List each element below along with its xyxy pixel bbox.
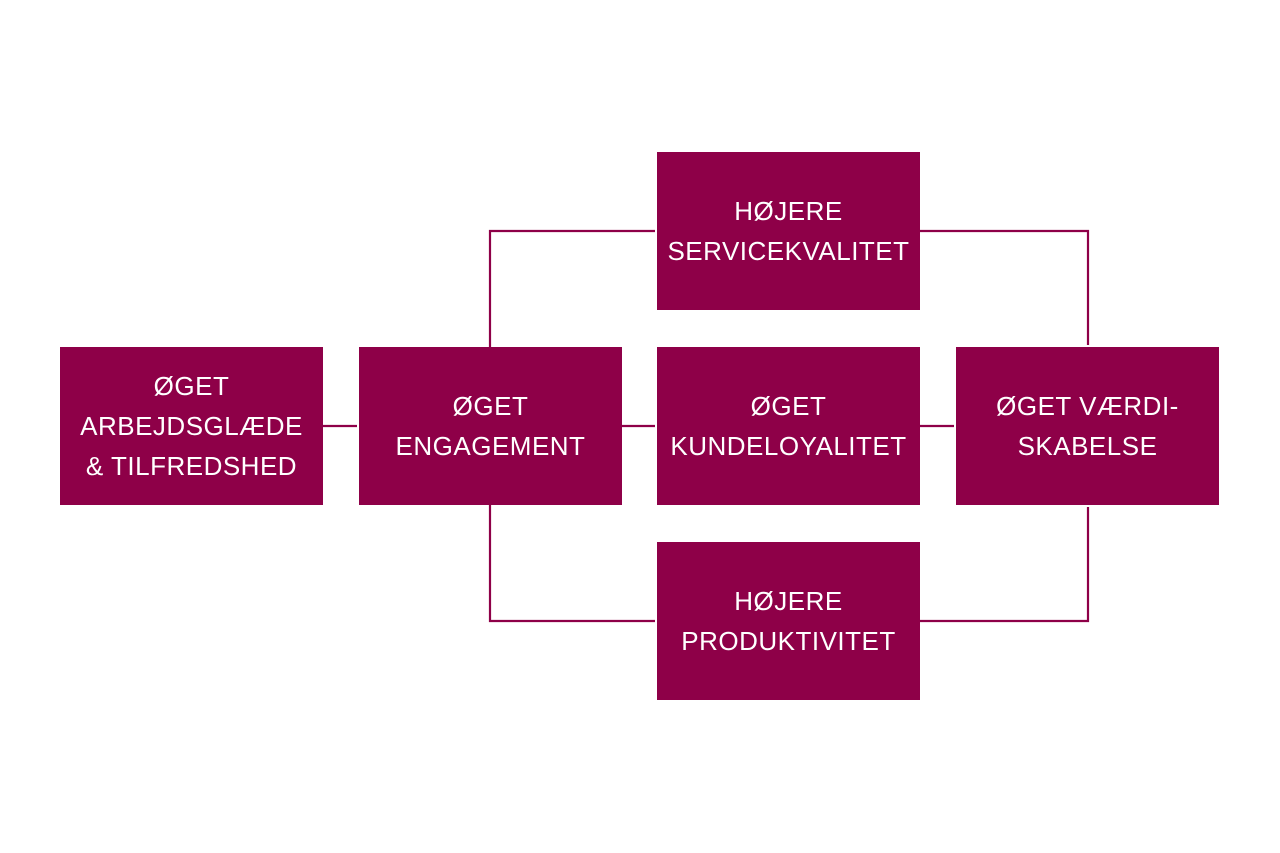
box-label-line: KUNDELOYALITET <box>670 431 907 461</box>
box-hojere-produktivitet: HØJERE PRODUKTIVITET <box>657 542 920 700</box>
box-label-line: ENGAGEMENT <box>395 431 586 461</box>
box-label-line: HØJERE <box>734 196 843 226</box>
box-label-line: SERVICEKVALITET <box>667 236 910 266</box>
box-label-line: HØJERE <box>734 586 843 616</box>
arrow-engagement-to-produktivitet <box>488 505 655 623</box>
arrow-engagement-to-servicekvalitet <box>488 229 655 347</box>
box-oget-arbejdsglaede: ØGET ARBEJDSGLÆDE & TILFREDSHED <box>60 347 323 505</box>
box-oget-vaerdiskabelse: ØGET VÆRDI- SKABELSE <box>956 347 1219 505</box>
box-label-line: ØGET <box>452 391 529 421</box>
box-label-line: ØGET <box>153 371 230 401</box>
box-oget-engagement: ØGET ENGAGEMENT <box>359 347 622 505</box>
box-label-line: ØGET VÆRDI- <box>996 391 1179 421</box>
box-label-line: SKABELSE <box>1017 431 1158 461</box>
box-hojere-servicekvalitet: HØJERE SERVICEKVALITET <box>657 152 920 310</box>
arrow-servicekvalitet-to-vaerdiskabelse <box>920 229 1090 345</box>
box-label-line: PRODUKTIVITET <box>681 626 896 656</box>
box-oget-kundeloyalitet: ØGET KUNDELOYALITET <box>657 347 920 505</box>
arrow-produktivitet-to-vaerdiskabelse <box>920 507 1090 623</box>
box-label-line: & TILFREDSHED <box>85 451 298 481</box>
box-label-line: ARBEJDSGLÆDE <box>80 411 303 441</box>
box-label-line: ØGET <box>750 391 827 421</box>
